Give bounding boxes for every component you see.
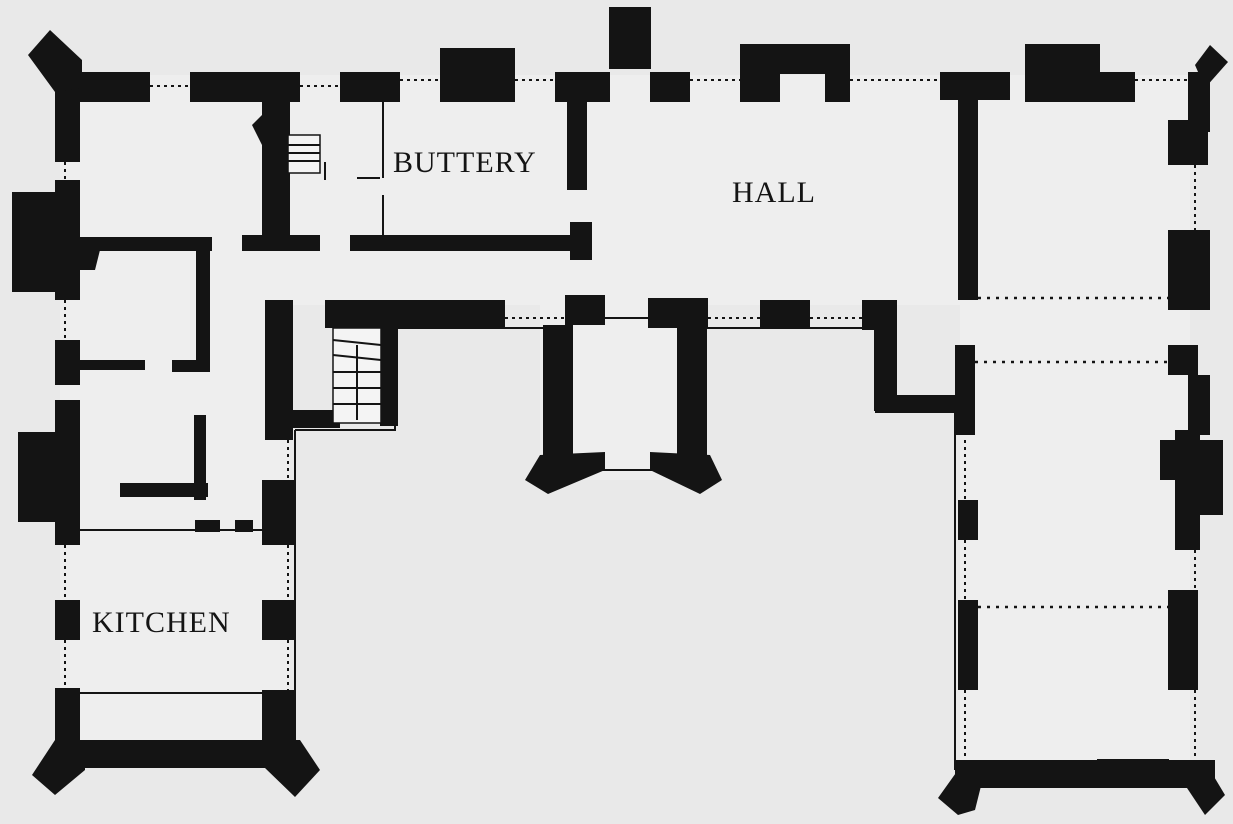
room-label-hall: HALL <box>732 176 816 209</box>
windows <box>64 79 1196 760</box>
room-label-buttery: BUTTERY <box>393 146 537 179</box>
hall-walls <box>445 7 1100 494</box>
courtyard-outline <box>290 327 956 770</box>
west-wing-inner-walls <box>75 85 445 694</box>
room-label-kitchen: KITCHEN <box>92 606 231 639</box>
stairs-porch <box>615 19 645 57</box>
stairs-buttery <box>287 134 321 174</box>
east-wing-walls <box>938 45 1228 815</box>
stairs-spiral <box>332 327 382 424</box>
floor-areas <box>60 75 1190 770</box>
buttery-walls <box>324 72 592 260</box>
west-wing-walls <box>12 30 610 797</box>
dotted-partitions <box>975 296 1170 609</box>
